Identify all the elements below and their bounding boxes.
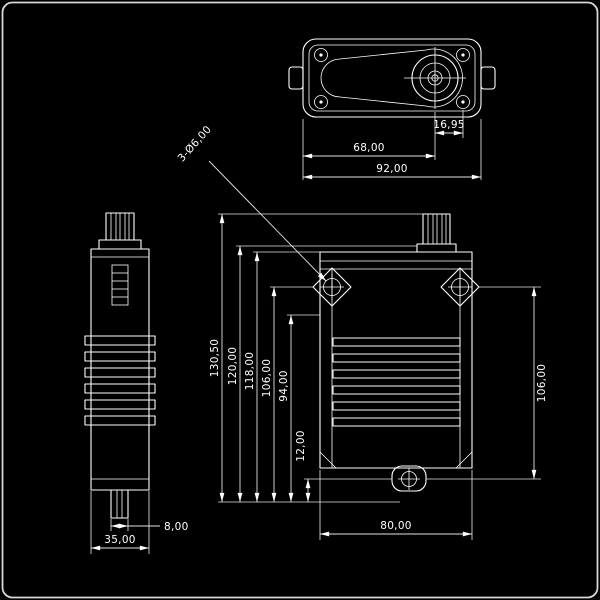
fin: [84, 415, 156, 426]
screw-icon: [456, 95, 470, 109]
top-view: 16,95 68,00 92,00: [288, 38, 496, 180]
corner-screws: [314, 48, 470, 109]
side-heatsink-fins: [84, 335, 156, 426]
output-spline: [404, 47, 466, 109]
screw-center: [461, 100, 465, 104]
top-view-right-tab: [480, 66, 496, 90]
screw-center: [319, 53, 323, 57]
top-view-inner-lip: [308, 44, 476, 112]
leader-line: [208, 160, 327, 282]
side-connector-detail: [111, 264, 129, 306]
fin: [332, 369, 461, 379]
dim-height-12-label: 12,00: [295, 430, 307, 462]
bottom-tab: [391, 465, 427, 492]
front-bottom-dimension: 80,00: [319, 470, 473, 540]
fin: [84, 335, 156, 346]
fin: [84, 399, 156, 410]
front-right-dimension: 106,00: [426, 286, 548, 480]
fin: [332, 385, 461, 395]
dim-height-94-label: 94,00: [278, 370, 290, 402]
front-chamfer: [319, 451, 337, 469]
fin: [332, 417, 461, 427]
right-ear: [440, 267, 480, 307]
screw-icon: [456, 48, 470, 62]
top-view-left-tab: [288, 66, 304, 90]
front-view: 130,50 120,00 118,00 106,00 94,00 12,00 …: [209, 213, 548, 540]
dim-hole-spacing-label: 106,00: [536, 364, 548, 403]
front-shaft-flange: [416, 243, 457, 253]
screw-icon: [314, 95, 328, 109]
dim-height-118-label: 118,00: [244, 352, 256, 391]
screw-center: [319, 100, 323, 104]
dim-total-height-label: 130,50: [209, 339, 221, 378]
side-view-dimensions: 8,00 35,00: [90, 491, 189, 554]
fin: [332, 401, 461, 411]
fin: [84, 367, 156, 378]
front-chamfer: [455, 451, 473, 469]
side-bottom-connector: [110, 489, 129, 519]
screw-icon: [314, 48, 328, 62]
top-view-outline: [288, 38, 496, 118]
fin: [332, 353, 461, 363]
side-view-outline: [90, 212, 150, 519]
top-view-dimensions: 16,95 68,00 92,00: [302, 110, 482, 180]
screw-center: [461, 53, 465, 57]
dim-spline-offset-label: 16,95: [433, 119, 465, 131]
dim-height-120-label: 120,00: [227, 347, 239, 386]
dim-body-width-label: 35,00: [104, 534, 136, 546]
side-view: 8,00 35,00: [84, 212, 189, 554]
dim-connector-width-label: 8,00: [164, 521, 189, 533]
fin: [84, 351, 156, 362]
top-cover-contour: [320, 48, 463, 108]
front-heatsink-fins: [332, 337, 461, 427]
dim-mount-width-label: 68,00: [353, 142, 385, 154]
front-left-dimensions: 130,50 120,00 118,00 106,00 94,00 12,00: [209, 213, 423, 503]
dim-height-106-left-label: 106,00: [261, 359, 273, 398]
dim-front-width-label: 80,00: [380, 520, 412, 532]
fin: [332, 337, 461, 347]
dim-overall-width-label: 92,00: [376, 163, 408, 175]
fin: [84, 383, 156, 394]
